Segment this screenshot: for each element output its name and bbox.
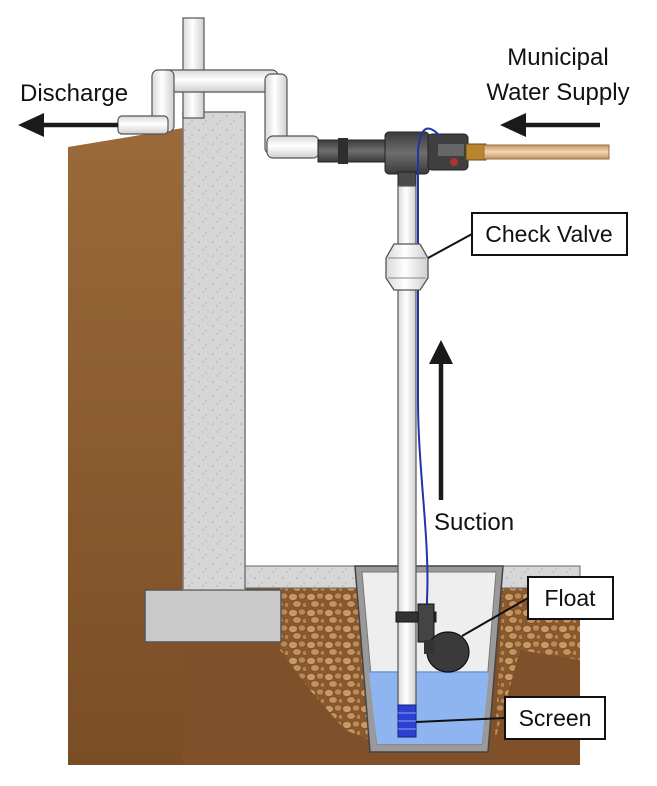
sensor-wire bbox=[417, 127, 441, 612]
soil bbox=[68, 128, 183, 765]
float-switch-housing bbox=[417, 603, 435, 643]
check-valve-leader bbox=[427, 233, 473, 259]
foundation-wall bbox=[182, 111, 246, 591]
float-callout: Float bbox=[544, 585, 596, 611]
check-valve-callout: Check Valve bbox=[485, 221, 612, 247]
municipal-label-line2: Water Supply bbox=[486, 79, 629, 106]
floor-slab bbox=[244, 565, 361, 589]
discharge-arrow-icon bbox=[18, 113, 118, 137]
suction-arrow-icon bbox=[429, 340, 453, 500]
pump-body bbox=[317, 131, 487, 187]
screen-leader bbox=[415, 717, 506, 723]
float-bracket bbox=[395, 611, 437, 623]
discharge-label: Discharge bbox=[20, 80, 128, 107]
gravel-bed-right bbox=[495, 588, 580, 740]
sump-water bbox=[369, 672, 489, 744]
municipal-label-line1: Municipal bbox=[507, 44, 608, 71]
gravel-bed bbox=[280, 588, 370, 740]
float-callout-box bbox=[527, 576, 614, 620]
discharge-pipe bbox=[117, 69, 320, 159]
vent-pipe bbox=[182, 17, 205, 119]
suction-label: Suction bbox=[434, 509, 514, 536]
supply-line bbox=[483, 144, 610, 160]
footing bbox=[144, 589, 282, 643]
check-valve-callout-box bbox=[471, 212, 628, 256]
float-leader bbox=[461, 597, 529, 637]
screen-callout-box bbox=[504, 696, 606, 740]
check-valve bbox=[385, 243, 429, 291]
screen-callout: Screen bbox=[519, 705, 592, 731]
supply-arrow-icon bbox=[500, 113, 600, 137]
